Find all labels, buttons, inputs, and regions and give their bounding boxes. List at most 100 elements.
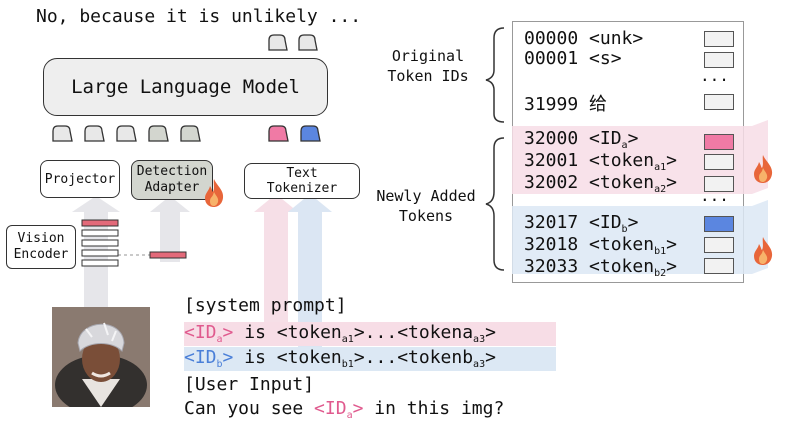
line-b-t1-sub: b1 bbox=[341, 359, 354, 370]
token-sub: b1 bbox=[654, 246, 667, 257]
llm-label: Large Language Model bbox=[71, 76, 300, 98]
embedding-cell bbox=[704, 258, 734, 274]
vision-encoder-label-1: Vision bbox=[17, 231, 65, 246]
ellipsis-2: ... bbox=[700, 186, 729, 205]
llm-output-text: No, because it is unlikely ... bbox=[36, 6, 362, 27]
projector-label: Projector bbox=[44, 171, 116, 187]
line-a-id-end: > bbox=[222, 322, 234, 343]
line-a-t2-end: > bbox=[485, 322, 496, 343]
token-sub: a2 bbox=[654, 184, 667, 195]
token-id: 00001 bbox=[524, 48, 579, 69]
token-row-32033: 32033 <tokenb2> bbox=[524, 256, 677, 279]
token-end: > bbox=[666, 256, 677, 277]
line-b-id-sub: b bbox=[216, 359, 223, 370]
token-id: 32017 bbox=[524, 212, 579, 233]
original-label-1: Original bbox=[391, 47, 465, 65]
user-input-header: [User Input] bbox=[184, 374, 315, 395]
token-row-32018: 32018 <tokenb1> bbox=[524, 234, 677, 257]
token-end: > bbox=[627, 128, 639, 149]
embedding-cell bbox=[704, 31, 734, 47]
token-end: > bbox=[666, 172, 677, 193]
token-id: 32002 bbox=[524, 172, 579, 193]
token-text: <unk> bbox=[589, 28, 644, 49]
ellipsis-1: ... bbox=[700, 66, 729, 85]
line-b-is: is bbox=[233, 347, 277, 368]
line-a-t1: <token bbox=[276, 322, 342, 343]
token-base: <ID bbox=[589, 212, 622, 233]
llm-output-tokens bbox=[268, 34, 318, 51]
line-b-t2-sub: a3 bbox=[473, 359, 486, 370]
user-question: Can you see <IDa> in this img? bbox=[184, 398, 505, 421]
original-token-ids-label: Original Token IDs bbox=[378, 46, 478, 86]
token-base: <ID bbox=[589, 128, 622, 149]
detection-adapter-label-2: Adapter bbox=[144, 180, 200, 195]
token-sub: a1 bbox=[654, 162, 667, 173]
arrow-to-detection-adapter bbox=[150, 196, 190, 262]
token-row-00001: 00001 <s> bbox=[524, 48, 622, 69]
projector-box: Projector bbox=[40, 160, 120, 198]
embedding-cell bbox=[704, 176, 734, 192]
token-row-00000: 00000 <unk> bbox=[524, 28, 643, 49]
token-base: <token bbox=[589, 172, 655, 193]
newly-added-tokens-label: Newly Added Tokens bbox=[370, 186, 482, 226]
token-text: <s> bbox=[589, 48, 622, 69]
line-a-t1-end: > bbox=[353, 322, 365, 343]
prompt-line-a: <IDa> is <tokena1>...<tokenaa3> bbox=[184, 322, 496, 345]
system-prompt-header: [system prompt] bbox=[184, 295, 347, 316]
prompt-line-b: <IDb> is <tokenb1>...<tokenba3> bbox=[184, 347, 496, 370]
token-id: 32033 bbox=[524, 256, 579, 277]
flame-icon bbox=[754, 155, 773, 183]
vision-encoder-box: Vision Encoder bbox=[6, 225, 76, 269]
token-row-32000: 32000 <IDa> bbox=[524, 128, 639, 151]
text-tokenizer-label-1: Text bbox=[286, 166, 318, 181]
token-end: > bbox=[666, 150, 677, 171]
embedding-cell-pink bbox=[704, 134, 734, 150]
question-id-sub: a bbox=[346, 410, 353, 421]
line-b-t1-end: > bbox=[353, 347, 365, 368]
token-sub: b2 bbox=[654, 268, 667, 279]
embedding-cell-blue bbox=[704, 216, 734, 232]
token-id: 32018 bbox=[524, 234, 579, 255]
vision-features bbox=[81, 219, 187, 267]
prompt-line-a-highlight bbox=[184, 322, 556, 346]
detection-adapter-label-1: Detection bbox=[136, 164, 208, 179]
detection-adapter-box: Detection Adapter bbox=[131, 160, 213, 200]
llm-input-tokens bbox=[52, 125, 321, 142]
line-b-t2-end: > bbox=[485, 347, 496, 368]
token-sub: a bbox=[621, 140, 628, 151]
line-b-t2: <tokenb bbox=[397, 347, 474, 368]
text-tokenizer-box: Text Tokenizer bbox=[244, 163, 360, 199]
embedding-cell bbox=[704, 237, 734, 253]
braces bbox=[485, 27, 505, 271]
original-label-2: Token IDs bbox=[387, 67, 469, 85]
token-sub: b bbox=[621, 224, 628, 235]
token-end: > bbox=[627, 212, 639, 233]
line-a-t2: <tokena bbox=[397, 322, 474, 343]
embedding-cell bbox=[704, 52, 734, 68]
line-a-dots: ... bbox=[364, 322, 398, 343]
person-with-foil-hat-image bbox=[52, 307, 150, 415]
prompt-line-b-highlight bbox=[184, 347, 556, 371]
line-a-id: <ID bbox=[184, 322, 217, 343]
line-a-t2-sub: a3 bbox=[473, 334, 486, 345]
token-id: 00000 bbox=[524, 28, 579, 49]
question-post: in this img? bbox=[363, 398, 505, 419]
vision-encoder-label-2: Encoder bbox=[13, 247, 69, 262]
token-text: 给 bbox=[589, 94, 608, 115]
token-base: <token bbox=[589, 234, 655, 255]
token-row-32002: 32002 <tokena2> bbox=[524, 172, 677, 195]
line-a-id-sub: a bbox=[216, 334, 223, 345]
token-base: <token bbox=[589, 256, 655, 277]
embedding-cell bbox=[704, 154, 734, 170]
text-tokenizer-label-2: Tokenizer bbox=[266, 181, 338, 196]
line-b-dots: ... bbox=[364, 347, 398, 368]
question-id-end: > bbox=[352, 398, 364, 419]
token-id: 32000 bbox=[524, 128, 579, 149]
embedding-cell bbox=[704, 94, 734, 110]
token-row-31999: 31999 给 bbox=[524, 90, 607, 116]
new-label-1: Newly Added bbox=[376, 187, 476, 205]
arrow-pink-to-tokenizer bbox=[254, 194, 298, 340]
question-id: <ID bbox=[314, 398, 347, 419]
token-base: <token bbox=[589, 150, 655, 171]
line-b-id: <ID bbox=[184, 347, 217, 368]
